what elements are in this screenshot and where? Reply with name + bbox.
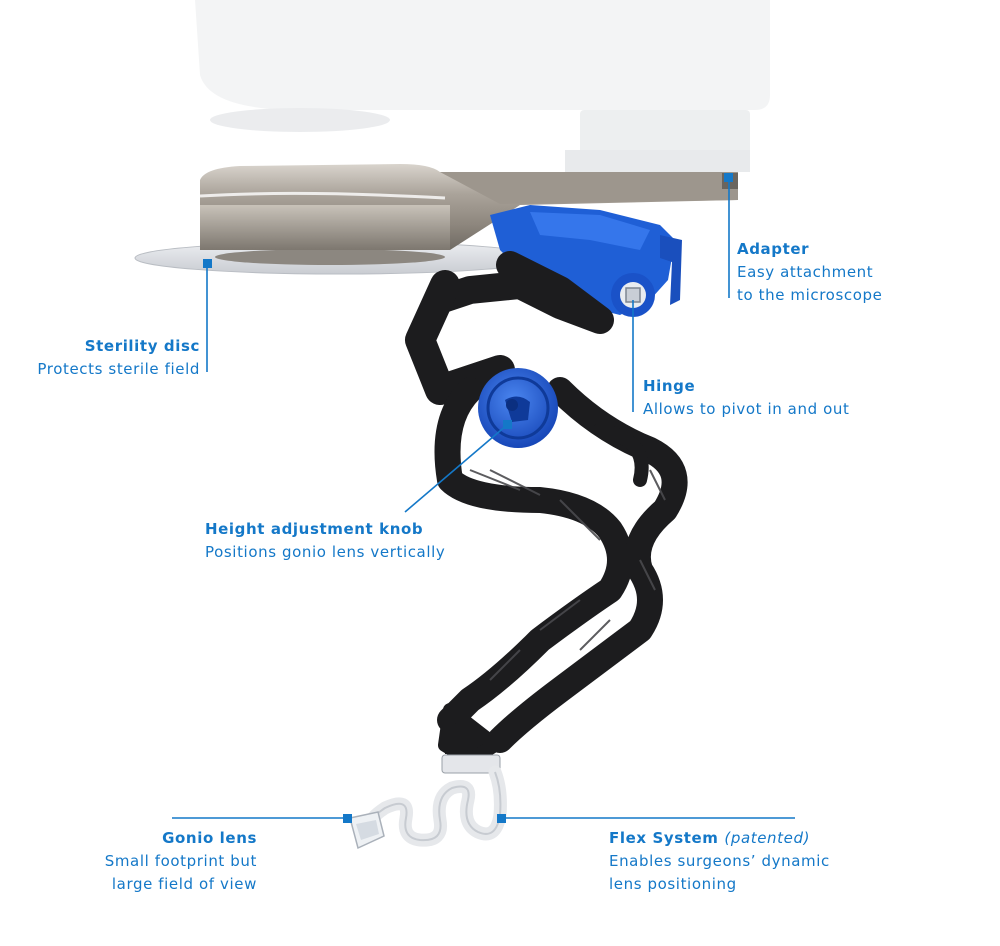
height-knob-description: Positions gonio lens vertically — [205, 543, 446, 561]
gonio-lens-description: Small footprint but large field of view — [104, 852, 257, 893]
adapter-title: Adapter — [737, 240, 810, 258]
metal-housing — [199, 164, 738, 250]
hinge — [611, 273, 655, 317]
gonio-lens — [349, 811, 385, 850]
gonio-lens-marker — [343, 814, 352, 823]
sterility-disc-title: Sterility disc — [84, 337, 200, 355]
flex-system-callout: Flex System (patented) Enables surgeons’… — [609, 827, 830, 896]
sterility-disc-callout: Sterility disc Protects sterile field — [0, 335, 200, 381]
height-knob-marker — [503, 420, 512, 429]
flex-system-title-row: Flex System (patented) — [609, 827, 830, 850]
height-adjustment-knob — [478, 368, 558, 448]
gonio-lens-callout: Gonio lens Small footprint but large fie… — [37, 827, 257, 896]
hinge-description: Allows to pivot in and out — [643, 400, 850, 418]
flex-system-tube — [361, 765, 507, 847]
height-knob-leader — [404, 424, 508, 513]
lens-holder — [441, 742, 501, 774]
adapter-marker — [724, 173, 733, 182]
sterility-disc-description: Protects sterile field — [37, 360, 200, 378]
flex-system-marker — [497, 814, 506, 823]
sterility-disc-marker — [203, 259, 212, 268]
callout-markers — [203, 173, 733, 823]
hinge-title: Hinge — [643, 377, 696, 395]
flex-system-title: Flex System — [609, 829, 719, 847]
gonio-lens-title: Gonio lens — [162, 829, 257, 847]
adapter-description: Easy attachment to the microscope — [737, 263, 883, 304]
microscope-body — [195, 0, 770, 172]
hinge-callout: Hinge Allows to pivot in and out — [643, 375, 849, 421]
flex-system-description: Enables surgeons’ dynamic lens positioni… — [609, 852, 830, 893]
flex-arm-ribs — [469, 469, 666, 681]
height-knob-callout: Height adjustment knob Positions gonio l… — [205, 518, 445, 564]
adapter-callout: Adapter Easy attachment to the microscop… — [737, 238, 882, 307]
height-knob-title: Height adjustment knob — [205, 520, 424, 538]
flex-arm — [405, 251, 688, 767]
flex-system-patented-note: (patented) — [724, 829, 811, 847]
callout-lines — [172, 177, 795, 819]
